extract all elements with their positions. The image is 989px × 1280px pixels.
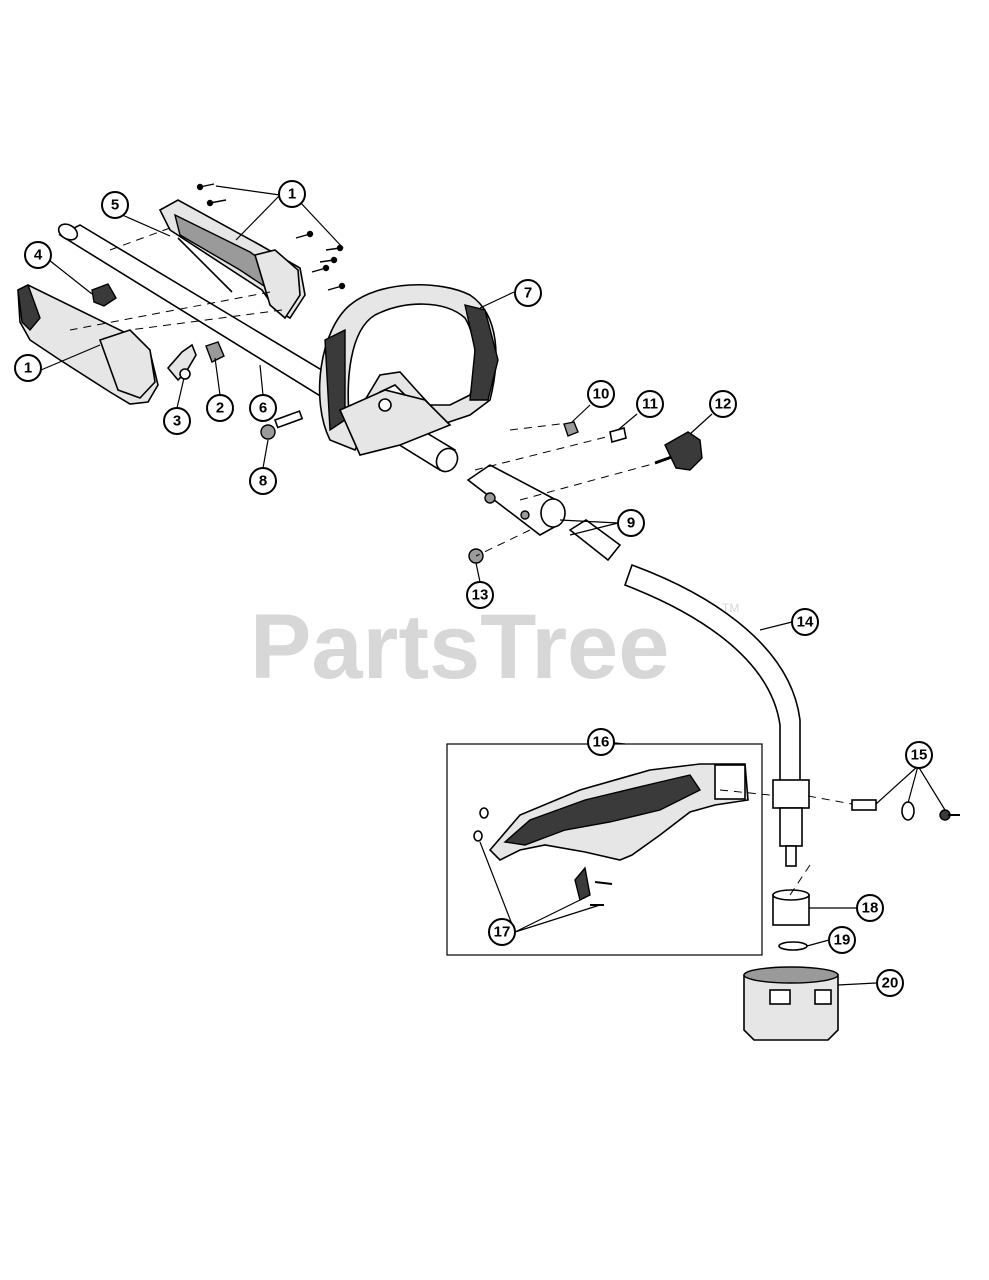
part-1-upper-housing	[158, 199, 306, 320]
callout-3: 3	[163, 407, 191, 435]
part-20-trimmer-head	[743, 966, 839, 1041]
callout-9-label: 9	[627, 515, 635, 532]
callout-13: 13	[466, 581, 494, 609]
watermark-text: PartsTree	[250, 596, 669, 698]
part-15-hardware	[851, 799, 960, 821]
callout-4-label: 4	[34, 247, 43, 264]
part-1-lower-housing	[17, 284, 159, 405]
callout-1-left-label: 1	[24, 360, 32, 377]
callout-12: 12	[709, 390, 737, 418]
part-19-washer	[778, 941, 808, 951]
callout-14: 14	[791, 608, 819, 636]
part-18-sleeve	[772, 889, 810, 926]
callout-1-left: 1	[14, 354, 42, 382]
part-2-clip	[205, 341, 225, 363]
callout-18-label: 18	[862, 900, 879, 917]
callout-6: 6	[249, 394, 277, 422]
callout-20: 20	[876, 969, 904, 997]
callout-7: 7	[514, 279, 542, 307]
shaft-end-bracket	[772, 779, 810, 867]
callout-10-label: 10	[593, 386, 610, 403]
callout-14-label: 14	[797, 614, 814, 631]
callout-17-label: 17	[494, 924, 511, 941]
callout-11: 11	[636, 390, 664, 418]
part-8-bolt	[260, 410, 304, 440]
callout-17: 17	[488, 918, 516, 946]
part-7-d-handle	[318, 283, 499, 456]
callout-16-label: 16	[593, 734, 610, 751]
leader-lines	[40, 185, 946, 986]
callout-20-label: 20	[882, 975, 899, 992]
part-16-guard	[488, 763, 749, 861]
callout-15: 15	[905, 741, 933, 769]
callout-11-label: 11	[642, 396, 658, 413]
callout-2-label: 2	[216, 400, 224, 417]
assembly-lines	[69, 227, 853, 896]
callout-8: 8	[249, 467, 277, 495]
part-12-knob	[654, 431, 703, 471]
watermark-tm: TM	[722, 601, 739, 615]
callout-4: 4	[24, 241, 52, 269]
callout-1-top: 1	[278, 180, 306, 208]
callout-1-top-label: 1	[288, 186, 296, 203]
part-4-switch	[91, 283, 117, 307]
part-3-trigger	[166, 343, 197, 382]
part-17-screws	[473, 807, 613, 906]
callout-8-label: 8	[259, 473, 267, 490]
callout-15-label: 15	[911, 747, 928, 764]
callout-5: 5	[101, 191, 129, 219]
part-11-bolt	[609, 426, 627, 444]
callout-16: 16	[587, 728, 615, 756]
callout-12-label: 12	[715, 396, 732, 413]
callout-5-label: 5	[111, 197, 119, 214]
part-5-rod	[177, 237, 233, 293]
callout-2: 2	[206, 394, 234, 422]
callout-19-label: 19	[834, 932, 851, 949]
callout-18: 18	[856, 894, 884, 922]
callout-9: 9	[617, 509, 645, 537]
callout-6-label: 6	[259, 400, 267, 417]
callout-3-label: 3	[173, 413, 181, 430]
callout-7-label: 7	[524, 285, 532, 302]
callout-13-label: 13	[472, 587, 489, 604]
callout-19: 19	[828, 926, 856, 954]
part-9-coupler	[466, 464, 622, 562]
callout-10: 10	[587, 380, 615, 408]
part-10-nut	[563, 421, 579, 437]
part-1-screws	[196, 183, 346, 291]
